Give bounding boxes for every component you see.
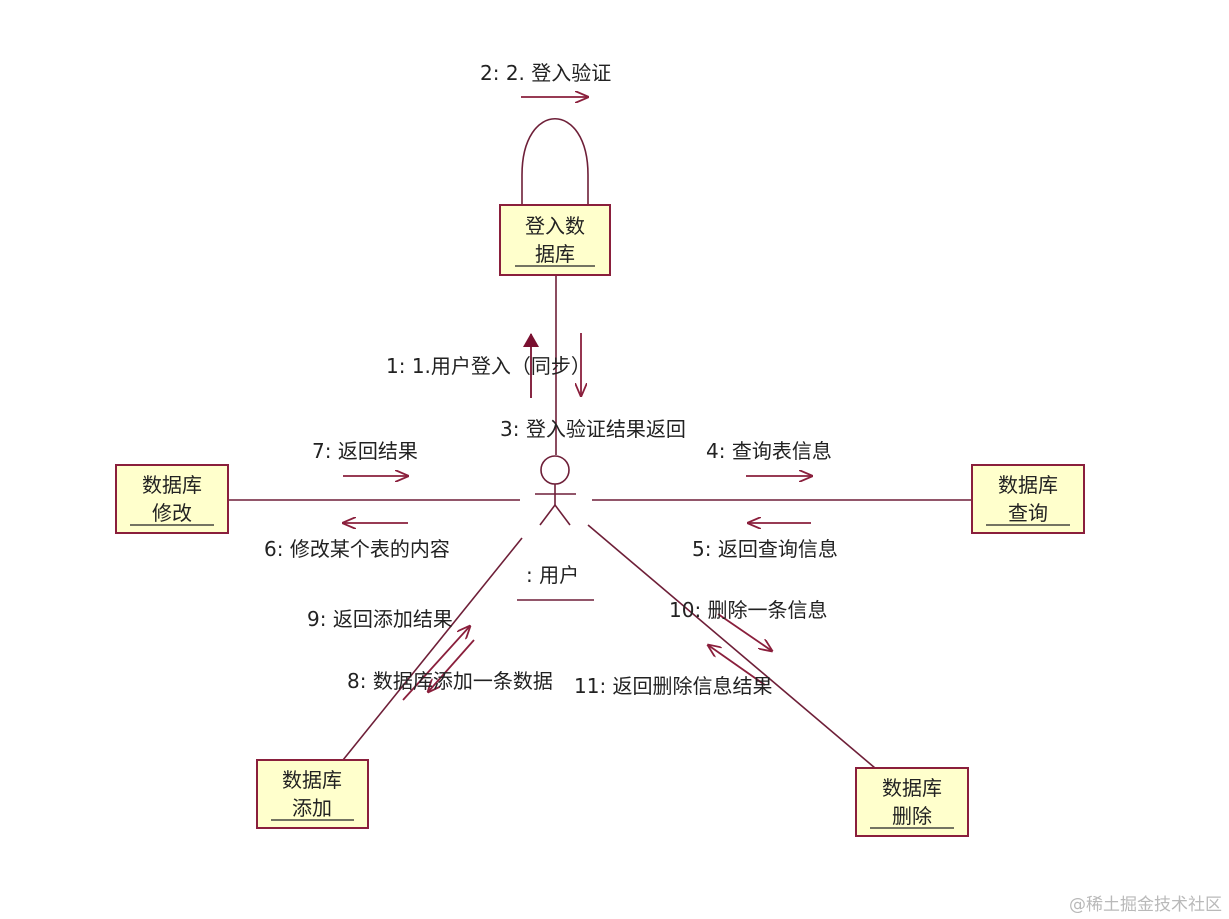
object-name-line2: 据库 — [535, 242, 575, 266]
object-add-db[interactable]: 数据库 添加 — [256, 759, 369, 829]
link-delete-db — [587, 524, 876, 769]
object-box — [499, 204, 611, 276]
message-label-5: 5: 返回查询信息 — [692, 537, 838, 561]
arrow-msg-10 — [717, 613, 772, 651]
association-links — [228, 118, 972, 769]
object-name-line2: 添加 — [292, 796, 332, 820]
link-add-db — [342, 537, 523, 761]
object-name-line2: 删除 — [892, 804, 932, 828]
actor-leg-right — [554, 504, 571, 526]
watermark-text: @稀土掘金技术社区 — [1069, 895, 1222, 915]
object-box — [855, 767, 969, 837]
message-label-8: 8: 数据库添加一条数据 — [347, 669, 553, 693]
arrow-msg-8 — [428, 639, 475, 692]
object-name-line1: 数据库 — [282, 768, 342, 792]
message-label-11: 11: 返回删除信息结果 — [574, 674, 773, 698]
object-name-line1: 登入数 — [525, 214, 585, 238]
object-query-db[interactable]: 数据库 查询 — [971, 464, 1085, 534]
message-arrows — [343, 97, 812, 701]
object-login-db[interactable]: 登入数 据库 — [499, 204, 611, 276]
actor-user — [517, 455, 594, 601]
object-name-line1: 数据库 — [998, 473, 1058, 497]
arrow-msg-9 — [402, 626, 470, 701]
object-box — [971, 464, 1085, 534]
object-name-line1: 数据库 — [882, 776, 942, 800]
actor-head — [540, 455, 570, 485]
object-name-line1: 数据库 — [142, 473, 202, 497]
actor-leg-left — [539, 504, 556, 526]
message-label-6: 6: 修改某个表的内容 — [264, 537, 450, 561]
message-label-4: 4: 查询表信息 — [706, 439, 832, 463]
object-delete-db[interactable]: 数据库 删除 — [855, 767, 969, 837]
object-box — [115, 464, 229, 534]
object-name-line2: 修改 — [152, 501, 192, 525]
actor-label: : 用户 — [526, 563, 579, 587]
message-label-1: 1: 1.用户登入（同步） — [386, 354, 591, 378]
message-label-2: 2: 2. 登入验证 — [480, 61, 611, 85]
object-name-line2: 查询 — [1008, 501, 1048, 525]
self-loop-login — [521, 118, 589, 205]
message-label-9: 9: 返回添加结果 — [307, 607, 453, 631]
object-box — [256, 759, 369, 829]
message-label-7: 7: 返回结果 — [312, 439, 418, 463]
message-label-3: 3: 登入验证结果返回 — [500, 417, 686, 441]
object-modify-db[interactable]: 数据库 修改 — [115, 464, 229, 534]
arrow-msg-11 — [708, 645, 766, 686]
message-label-10: 10: 删除一条信息 — [669, 598, 828, 622]
